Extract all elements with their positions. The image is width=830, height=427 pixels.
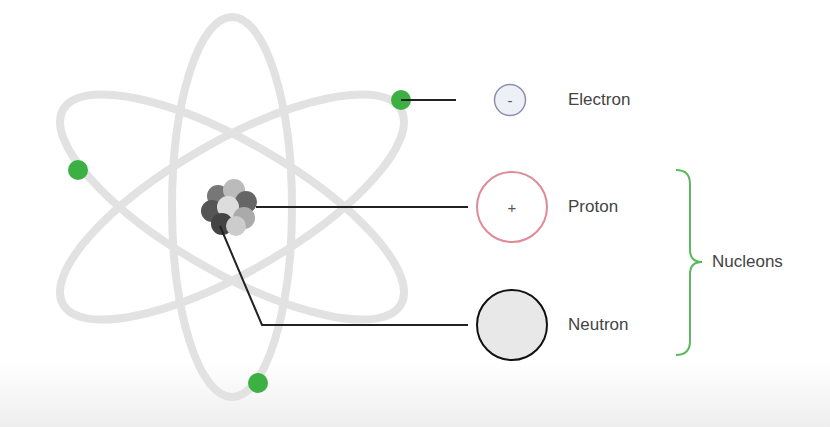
leader-line (256, 206, 468, 208)
leader-lines (220, 100, 468, 325)
electron-dot (248, 373, 268, 393)
leader-line (401, 99, 456, 101)
nucleon (226, 216, 246, 236)
group-label: Nucleons (712, 252, 783, 272)
particle-circle: Neutron (475, 288, 549, 362)
particle-name: Electron (568, 90, 630, 110)
electrons (68, 90, 411, 393)
circle-outline (475, 288, 549, 362)
circle-shape (477, 290, 547, 360)
particle-name: Neutron (568, 315, 628, 335)
particle-circle: +Proton (475, 170, 549, 244)
nucleus (201, 179, 257, 236)
electron-dot (68, 160, 88, 180)
particle-name: Proton (568, 197, 618, 217)
curly-bracket (676, 170, 702, 355)
charge-symbol: - (493, 83, 527, 117)
floor-band (0, 362, 830, 427)
leader-line (220, 226, 468, 325)
particle-circle: -Electron (493, 83, 527, 117)
charge-symbol: + (475, 170, 549, 244)
